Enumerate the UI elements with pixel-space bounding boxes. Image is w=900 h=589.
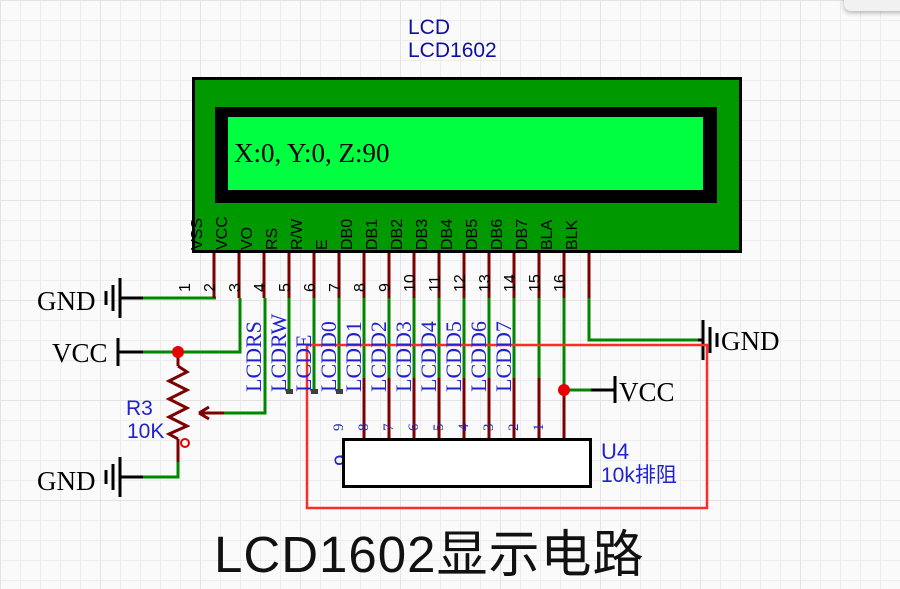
gnd-symbol-bottom-left[interactable] <box>104 457 143 497</box>
net-label-lcdd7[interactable]: LCDD7 <box>491 321 516 392</box>
vcc-label-left[interactable]: VCC <box>52 338 108 368</box>
floating-panel-remnant <box>844 0 900 11</box>
lcd-pin-number: 11 <box>427 275 444 292</box>
lcd-pin-name: VSS <box>189 217 206 250</box>
lcd-screen: X:0, Y:0, Z:90 <box>228 117 703 190</box>
lcd-pin-name: BLK <box>564 219 581 250</box>
net-label-lcde[interactable]: LCDE <box>291 334 316 392</box>
lcd-pin-name: VO <box>239 226 256 250</box>
net-label-lcdd6[interactable]: LCDD6 <box>466 321 491 392</box>
wire-vcc-to-vcc-pin[interactable] <box>143 298 242 354</box>
gnd-label-right[interactable]: GND <box>721 326 780 356</box>
lcd-pin-number: 12 <box>452 274 469 292</box>
net-label-lcdd0[interactable]: LCDD0 <box>316 321 341 392</box>
u4-pin-number: 4 <box>456 423 472 432</box>
lcd-pin-number: 14 <box>502 274 519 292</box>
lcd-pin-name: E <box>314 239 331 250</box>
lcd-pin-number: 6 <box>302 283 319 292</box>
net-label-lcdrs[interactable]: LCDRS <box>241 321 266 392</box>
lcd-pin-name: DB7 <box>514 218 531 250</box>
u4-pin-number: 5 <box>431 423 447 432</box>
lcd-pin-number: 8 <box>352 283 369 292</box>
gnd-symbol-top-left[interactable] <box>104 278 143 318</box>
lcd-pin-name: BLA <box>539 219 556 250</box>
vcc-symbol-left[interactable] <box>116 338 143 366</box>
lcd-pin-name: R/W <box>289 218 306 250</box>
u4-pin-number: 2 <box>506 423 522 432</box>
u4-resistor-network[interactable] <box>342 438 592 488</box>
lcd-pin-number: 5 <box>277 283 294 292</box>
gnd-label-top-left[interactable]: GND <box>37 286 96 316</box>
vcc-label-right[interactable]: VCC <box>619 377 675 407</box>
lcd-screen-text: X:0, Y:0, Z:90 <box>234 138 390 168</box>
lcd-pin-name: DB1 <box>364 218 381 250</box>
lcd-ref-label[interactable]: LCD <box>408 16 451 39</box>
u4-pin-number: 1 <box>531 423 547 432</box>
u4-pin-number: 7 <box>381 423 397 432</box>
lcd-pin-number: 15 <box>527 274 544 292</box>
wire-blk-to-gnd[interactable] <box>587 298 698 342</box>
u4-ref-label[interactable]: U4 <box>601 439 630 464</box>
lcd-pin-number: 16 <box>552 274 569 292</box>
pot-end-circle <box>180 438 190 448</box>
lcd-pin-number: 2 <box>202 283 219 292</box>
u4-pin-number: 3 <box>481 423 497 432</box>
vcc-symbol-right[interactable] <box>591 376 617 403</box>
wire-end-marker <box>311 389 318 394</box>
net-label-lcdd4[interactable]: LCDD4 <box>416 321 441 392</box>
lcd-pin-number: 7 <box>327 283 344 292</box>
net-label-lcdd1[interactable]: LCDD1 <box>341 321 366 392</box>
lcd-pin-name: RS <box>264 227 281 250</box>
lcd-pin-number: 13 <box>477 274 494 292</box>
gnd-label-bottom-left[interactable]: GND <box>37 466 96 496</box>
wire-end-marker <box>286 389 293 394</box>
lcd-pin-number: 10 <box>402 274 419 292</box>
junction-dot <box>558 384 570 396</box>
net-label-lcdd5[interactable]: LCDD5 <box>441 321 466 392</box>
lcd-pin-name: DB6 <box>489 218 506 250</box>
r3-wiper-arrow[interactable] <box>198 405 224 421</box>
net-label-lcdd2[interactable]: LCDD2 <box>366 321 391 392</box>
r3-value-label[interactable]: 10K <box>127 420 165 443</box>
r3-zigzag[interactable] <box>165 364 191 441</box>
lcd-pin-name: DB5 <box>464 218 481 250</box>
u4-pin-number: 6 <box>406 423 422 432</box>
u4-pin-number: 8 <box>356 423 372 432</box>
highlight-rect <box>305 343 709 510</box>
lcd-pin-name: DB0 <box>339 218 356 250</box>
net-label-lcdd3[interactable]: LCDD3 <box>391 321 416 392</box>
lcd1602-component[interactable]: X:0, Y:0, Z:90 <box>192 77 742 253</box>
lcd-pin-name: VCC <box>214 216 231 250</box>
wire-end-marker <box>336 389 343 394</box>
r3-ref-label[interactable]: R3 <box>126 397 153 420</box>
lcd-pin-number: 3 <box>227 283 244 292</box>
lcd-pin-number: 1 <box>177 283 194 292</box>
u4-value-label[interactable]: 10k排阻 <box>601 464 677 487</box>
junction-dot <box>172 346 184 358</box>
lcd-pin-number: 9 <box>377 283 394 292</box>
wire-vo-to-wiper[interactable] <box>222 298 267 415</box>
lcd-pin-name: DB4 <box>439 218 456 250</box>
lcd-pin-number: 4 <box>252 283 269 292</box>
sheet-caption[interactable]: LCD1602显示电路 <box>214 526 645 583</box>
wire-r3-to-gnd[interactable] <box>143 461 180 479</box>
net-label-lcdrw[interactable]: LCDRW <box>266 313 291 392</box>
lcd-pin-name: DB2 <box>389 218 406 250</box>
lcd-pin-name: DB3 <box>414 218 431 250</box>
u4-pin-number: 9 <box>331 423 347 432</box>
gnd-symbol-right[interactable] <box>698 320 719 360</box>
lcd-value-label[interactable]: LCD1602 <box>408 39 497 62</box>
